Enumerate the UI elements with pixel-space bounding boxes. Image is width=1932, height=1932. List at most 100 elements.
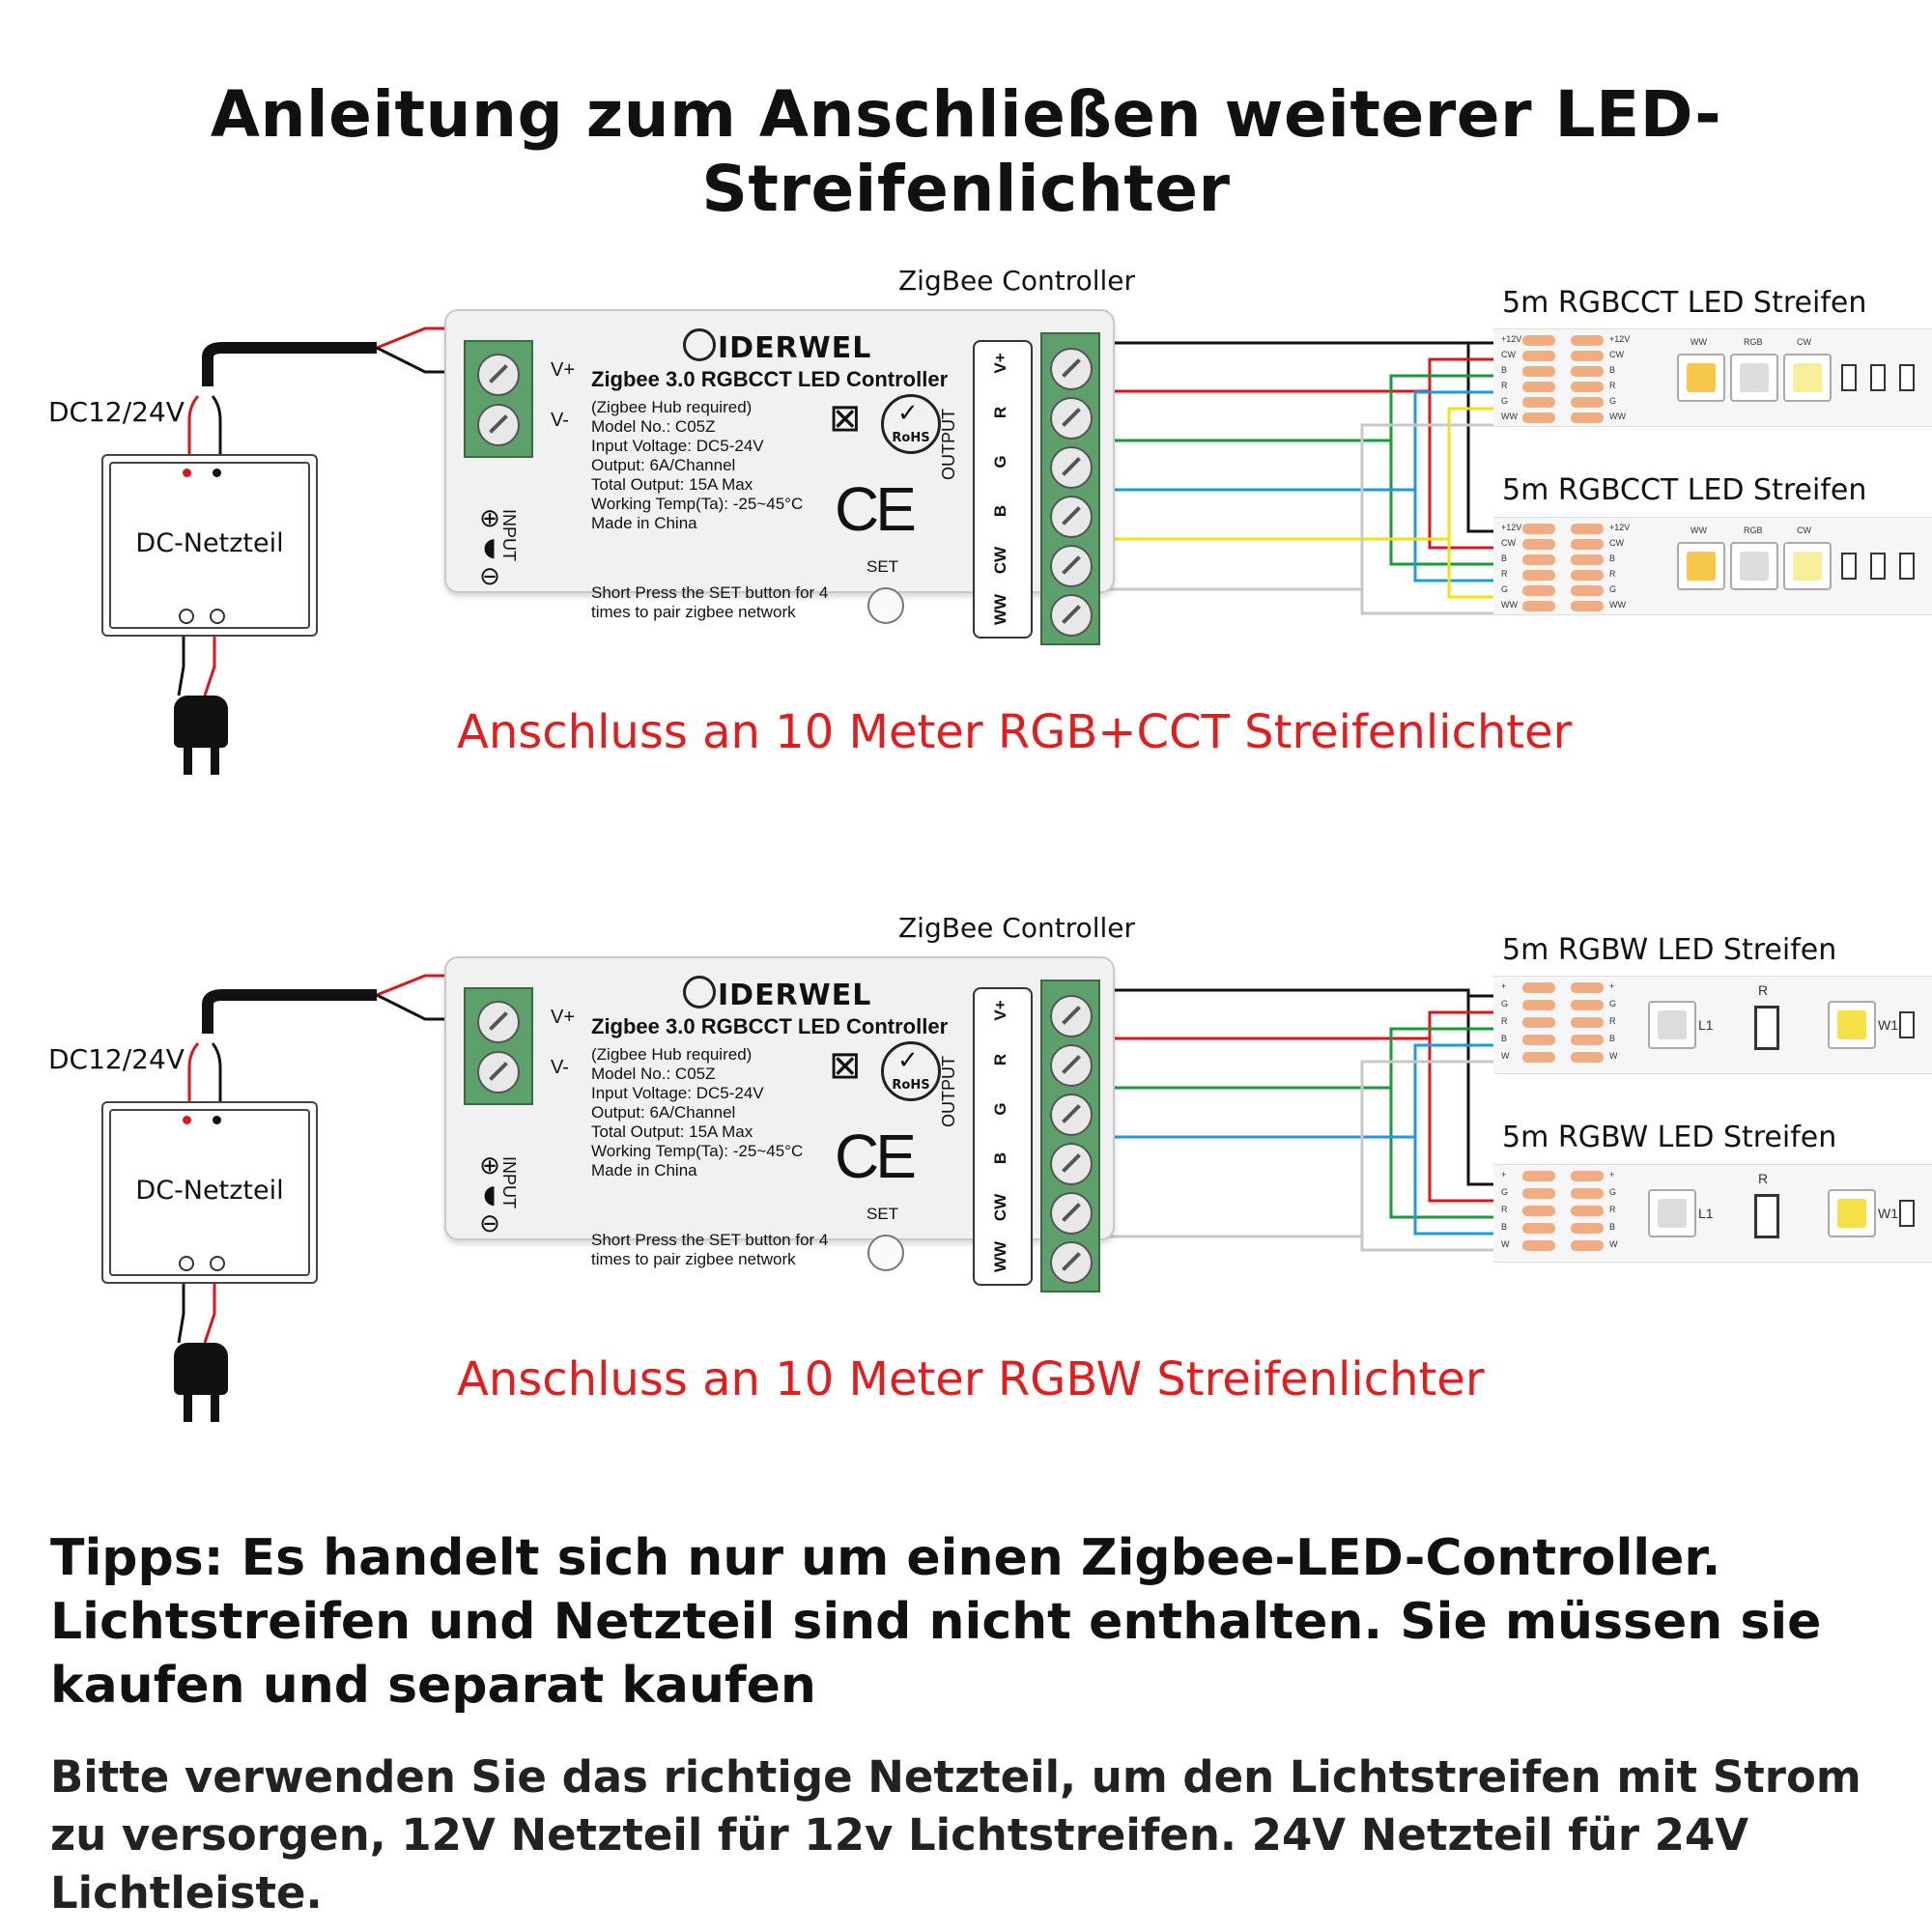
led-chip [1677,542,1725,590]
solder-pad [1571,585,1604,596]
pad-label: B [1501,554,1508,563]
wires [177,327,1493,696]
spec-line: Model No.: C05Z [591,417,716,436]
pad-label: G [1501,1187,1509,1197]
solder-pad [1522,335,1555,346]
strip-2-label: 5m RGBCCT LED Streifen [1502,473,1867,507]
solder-pad [1522,585,1555,596]
solder-pad [1571,351,1604,361]
led-label: CW [1797,337,1811,347]
pad-label: G [1609,1187,1617,1197]
weee-bin-icon: ⊠ [829,396,862,440]
wire-green [1096,374,1493,566]
dc-wire-red [187,1041,200,1116]
pad-label: + [1609,981,1615,991]
input-vminus-label: V- [551,410,569,431]
page-title: Anleitung zum Anschließen weiterer LED-S… [210,77,1722,226]
zigbee-controller: V+ V- ⊕◖⊖ INPUT IDERWEL Zigbee 3.0 RGBCC… [444,309,1115,645]
pad-label: CW [1501,350,1516,359]
output-terminal-label: R [991,406,1009,419]
solder-pad [1522,1171,1555,1181]
pad-label: G [1609,396,1617,406]
solder-pad [1571,1035,1604,1045]
pad-label: + [1501,1170,1507,1179]
output-terminal-label: CW [991,546,1009,575]
brand-logo: IDERWEL [683,328,871,365]
output-terminal-label: CW [991,1193,1009,1222]
output-terminal-label: R [991,1053,1009,1066]
solder-pad [1571,570,1604,581]
pad-label: +12V [1609,523,1631,532]
solder-pad [1571,1017,1604,1028]
psu-terminal-black [213,1116,221,1124]
solder-pad [1522,554,1555,565]
led-label: W1 [1878,1017,1898,1033]
pad-label: B [1609,1222,1616,1232]
zigbee-controller: V+ V- ⊕◖⊖ INPUT IDERWEL Zigbee 3.0 RGBCC… [444,956,1115,1293]
led-chip [1783,354,1832,402]
psu-ac-terminal-2 [210,1256,225,1271]
pad-label: B [1609,365,1616,375]
solder-pad [1571,1171,1604,1181]
power-supply-note: Bitte verwenden Sie das richtige Netztei… [50,1751,1861,1918]
solder-pad [1571,1206,1604,1216]
resistor [1754,1006,1779,1050]
pad-label: B [1609,1034,1616,1043]
solder-pad [1571,601,1604,611]
output-screw [1050,397,1093,440]
dc-wire-red [187,394,200,469]
input-label: INPUT [499,509,519,561]
pad-label: G [1501,999,1509,1009]
psu-ac-terminal-1 [179,1256,194,1271]
input-screw-vminus [477,1051,520,1094]
set-label: SET [867,557,899,576]
plug-pin-right [211,1393,219,1422]
solder-pad [1522,1035,1555,1045]
set-button[interactable] [867,1235,904,1271]
input-vplus-label: V+ [551,1007,576,1028]
resistor [1870,553,1886,580]
psu-terminal-black [213,469,221,477]
polarity-icon: ⊕◖⊖ [479,1151,500,1238]
output-screw [1050,496,1093,538]
pad-label: B [1501,1222,1508,1232]
led-chip [1730,354,1778,402]
product-name: Zigbee 3.0 RGBCCT LED Controller [591,367,949,391]
pad-label: WW [1609,600,1626,610]
output-terminal-label: WW [991,593,1009,626]
output-terminal-label: B [991,504,1009,518]
solder-pad [1571,366,1604,377]
tips-text: Tipps: Es handelt sich nur um einen Zigb… [50,1529,1822,1715]
rohs-badge: ✓RoHS [881,394,941,454]
strip-1-label: 5m RGBW LED Streifen [1502,933,1837,967]
controller-label: ZigBee Controller [898,265,1136,297]
solder-pad [1571,1240,1604,1251]
solder-pad [1522,982,1555,993]
wire-red [1096,357,1493,550]
wire-white [1096,1060,1493,1252]
spec-line: Input Voltage: DC5-24V [591,1084,764,1102]
psu-voltage-label: DC12/24V [48,1043,185,1075]
input-label: INPUT [499,1156,519,1208]
pad-label: B [1501,1034,1508,1043]
led-chip [1648,1001,1696,1049]
strip-2-label: 5m RGBW LED Streifen [1502,1121,1837,1154]
pad-label: + [1501,981,1507,991]
set-button[interactable] [867,587,904,624]
pad-label: W [1609,1051,1618,1061]
output-screw [1050,446,1093,489]
brand-logo-icon [683,328,716,361]
plug-pin-left [184,1393,192,1422]
solder-pad [1571,335,1604,346]
strip-1-label: 5m RGBCCT LED Streifen [1502,286,1867,320]
led-label: RGB [1744,337,1763,347]
spec-line: Input Voltage: DC5-24V [591,437,764,455]
pad-label: CW [1609,538,1624,548]
led-chip [1648,1189,1696,1237]
pad-label: R [1501,1205,1508,1214]
solder-pad [1571,982,1604,993]
